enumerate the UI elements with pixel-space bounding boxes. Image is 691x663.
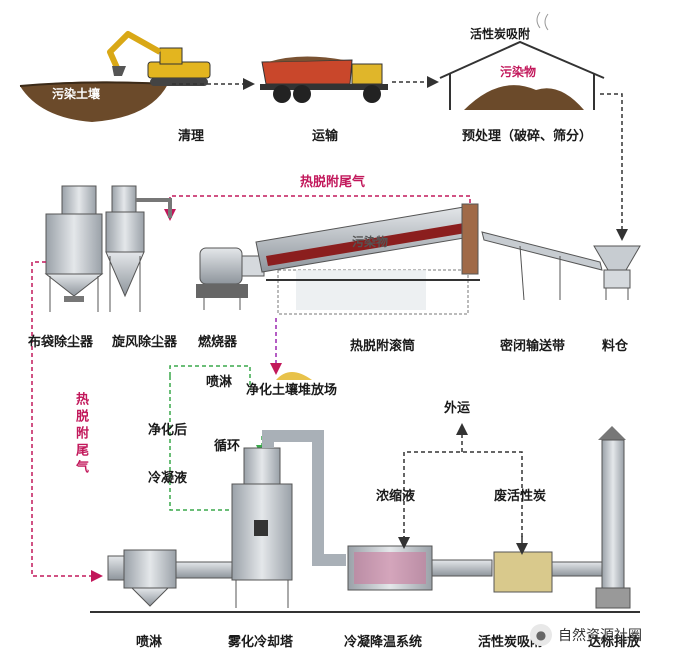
label-stack: 达标排放 — [588, 635, 641, 650]
watermark-text: 自然资源社圈 — [558, 628, 642, 644]
label-drum-body: 污染物 — [352, 235, 389, 249]
label-clearing: 清理 — [178, 129, 205, 144]
label-bag-filter: 布袋除尘器 — [28, 335, 94, 350]
label-concentrate: 浓缩液 — [376, 489, 416, 504]
excavator-icon — [107, 31, 211, 86]
export-bracket — [403, 451, 523, 540]
dump-truck-icon — [260, 56, 388, 103]
cyclone-unit — [105, 185, 172, 312]
contaminated-soil-pit — [19, 81, 169, 122]
label-pollutant-top: 污染物 — [500, 65, 537, 79]
label-condensing-system: 冷凝降温系统 — [344, 635, 423, 650]
burner-unit — [196, 247, 265, 310]
bag-filter-unit — [44, 185, 104, 312]
label-cyclone: 旋风除尘器 — [112, 335, 178, 350]
label-pretreatment: 预处理（破碎、筛分） — [462, 129, 593, 144]
arrow-pretreatment-to-hopper — [600, 93, 628, 241]
label-transport: 运输 — [312, 129, 339, 144]
recirc-spray-loop — [169, 365, 251, 390]
hopper-unit — [593, 245, 641, 300]
label-side-gas: 热脱附尾气 — [73, 392, 88, 477]
rotary-drum-unit — [255, 203, 480, 315]
label-spray-unit: 喷淋 — [136, 635, 163, 650]
label-atomizing-tower: 雾化冷却塔 — [228, 635, 294, 650]
carbon-adsorber-unit — [493, 551, 609, 593]
label-hopper: 料仓 — [602, 339, 629, 354]
condensing-system-unit — [347, 545, 493, 591]
label-after-purification: 净化后 — [148, 423, 188, 438]
label-spent-carbon: 废活性炭 — [494, 489, 547, 504]
label-purified-soil-pile: 净化土壤堆放场 — [246, 383, 338, 398]
label-spray-loop: 喷淋 — [206, 375, 233, 390]
gas-line-to-spray — [31, 262, 103, 582]
label-sealed-conveyor: 密闭输送带 — [500, 339, 566, 354]
atomizing-tower-unit — [231, 430, 346, 608]
label-carbon-adsorber: 活性炭吸附 — [478, 635, 544, 650]
purified-soil-pile-icon — [276, 372, 312, 380]
label-activated-carbon-top: 活性炭吸附 — [470, 27, 531, 41]
recirc-main-loop — [169, 376, 251, 516]
label-thermal-desorption-gas: 热脱附尾气 — [300, 175, 366, 190]
conveyor-unit — [481, 231, 603, 301]
pretreatment-shed — [439, 11, 605, 110]
label-burner: 燃烧器 — [198, 335, 238, 350]
wechat-icon: ● — [530, 624, 552, 646]
label-contaminated-soil: 污染土壤 — [52, 87, 101, 101]
label-condensate: 冷凝液 — [148, 471, 188, 486]
watermark: ● 自然资源社圈 — [530, 624, 642, 646]
spray-unit — [107, 549, 237, 607]
label-export: 外运 — [444, 401, 471, 416]
exhaust-stack-unit — [595, 426, 631, 609]
label-rotary-drum: 热脱附滚筒 — [350, 339, 416, 354]
label-circulation: 循环 — [214, 439, 241, 454]
